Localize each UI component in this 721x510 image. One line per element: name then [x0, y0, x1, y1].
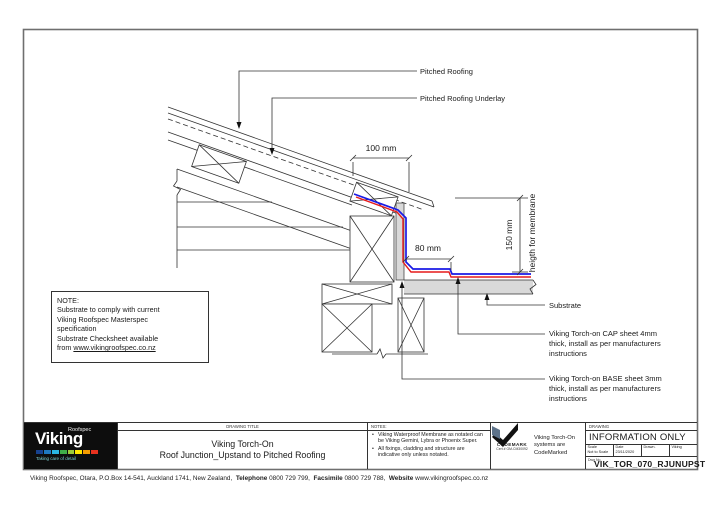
note-title: NOTE:: [57, 296, 79, 305]
note-box: NOTE: Substrate to comply with current V…: [51, 291, 209, 363]
logo-brand-text: Viking: [35, 429, 83, 448]
svg-text:Viking Torch-on CAP sheet 4mm: Viking Torch-on CAP sheet 4mm: [549, 329, 657, 338]
drawing-number: VIK_TOR_070_RJUNUPST: [594, 459, 706, 469]
logo-roofspec-text: Roofspec: [68, 427, 92, 433]
dimension-80mm: [402, 255, 455, 270]
viking-logo: Roofspec Viking Taking care of detail: [24, 423, 118, 469]
break-mark: [529, 279, 537, 295]
svg-text:instructions: instructions: [549, 349, 587, 358]
label-pitched-roofing: Pitched Roofing: [420, 67, 473, 76]
dim-100-label: 100 mm: [366, 143, 397, 153]
info-cell: DRAWING INFORMATION ONLY Scale Not to Sc…: [586, 423, 705, 469]
dimension-150mm: [455, 194, 528, 276]
svg-text:thick, install as per manufact: thick, install as per manufacturers: [549, 339, 661, 348]
leader-lines: [238, 70, 545, 380]
sheet-border: [22, 28, 699, 471]
footer-website-label: Website: [388, 475, 414, 482]
membrane-cap-sheet-line: [353, 193, 531, 275]
substrate-fill: [404, 280, 533, 294]
substrate-group: [395, 202, 537, 295]
footer-facsimile-label: Facsimile: [313, 475, 343, 482]
codemark-cell: CODEMARK Cert # GM-CM30092 Viking Torch-…: [491, 423, 586, 469]
note-item: • All fixings, cladding and structure ar…: [372, 445, 465, 458]
label-substrate: Substrate: [549, 301, 581, 310]
drawing-title-header: DRAWING TITLE: [118, 423, 367, 431]
bullet-icon: •: [372, 445, 374, 452]
dimension-100mm: [349, 154, 413, 192]
codemark-logo-icon: [492, 423, 518, 447]
footer-telephone-label: Telephone: [235, 475, 268, 482]
info-header: DRAWING: [586, 423, 697, 431]
drawing-title-line2: Roof Junction_Upstand to Pitched Roofing: [159, 450, 326, 460]
title-cell: DRAWING TITLE Viking Torch-On Roof Junct…: [118, 423, 368, 469]
break-mark: [376, 348, 387, 359]
label-pitched-roofing-underlay: Pitched Roofing Underlay: [420, 94, 505, 103]
date-cell: Date 23/11/2020: [614, 445, 642, 456]
codemark-cert: Cert # GM-CM30092: [496, 446, 528, 451]
info-grid: Scale Not to Scale Date 23/11/2020 Drawn…: [586, 445, 697, 457]
svg-text:instructions: instructions: [549, 394, 587, 403]
footer-website: www.vikingroofspec.co.nz: [415, 475, 489, 482]
logo-color-stripe: [36, 450, 98, 454]
dim-150-label: 150 mm: [504, 220, 514, 251]
leader-arrowheads: [236, 122, 490, 300]
footer-facsimile: 0800 729 788,: [344, 475, 386, 482]
label-cap-sheet: Viking Torch-on CAP sheet 4mm thick, ins…: [549, 329, 661, 358]
drawn-cell: Drawn.: [642, 445, 670, 456]
codemark-name: CODEMARK: [496, 441, 528, 447]
svg-text:thick, install as per manufact: thick, install as per manufacturers: [549, 384, 661, 393]
drawing-number-label: Dwg No.: [588, 458, 602, 462]
logo-tagline: Taking care of detail: [36, 456, 77, 461]
note-link: www.vikingroofspec.co.nz: [73, 343, 156, 353]
bullet-icon: •: [372, 432, 374, 438]
drawer-cell: Viking: [671, 445, 682, 449]
label-base-sheet: Viking Torch-on BASE sheet 3mm thick, in…: [549, 374, 662, 403]
footer-contact-line: Viking Roofspec, Otara, P.O.Box 14-541, …: [30, 475, 710, 482]
svg-text:Viking Torch-on BASE sheet 3mm: Viking Torch-on BASE sheet 3mm: [549, 374, 662, 383]
notes-header: NOTES:: [368, 423, 490, 431]
upstand-board: [395, 202, 405, 281]
dim-80-label: 80 mm: [415, 243, 441, 253]
membrane-base-sheet-line: [355, 196, 531, 278]
break-mark: [172, 180, 182, 196]
timber-framing: [191, 144, 428, 359]
notes-cell: NOTES: • Viking Waterproof Membrane as n…: [368, 423, 491, 469]
codemark-text: Viking Torch-On systems are CodeMarked: [534, 434, 576, 456]
scale-cell: Scale Not to Scale: [586, 445, 614, 456]
title-block: Roofspec Viking Taking care of detail DR…: [24, 422, 705, 469]
dim-150-note: heigth for membrane: [527, 194, 537, 273]
footer-address: Viking Roofspec, Otara, P.O.Box 14-541, …: [30, 475, 233, 482]
drawing-number-cell: Dwg No. VIK_TOR_070_RJUNUPST: [586, 457, 705, 469]
footer-telephone: 0800 729 799,: [269, 475, 310, 482]
status-information-only: INFORMATION ONLY: [586, 431, 697, 445]
drawing-title-line1: Viking Torch-On: [211, 439, 274, 449]
note-item: • Viking Waterproof Membrane as notated …: [372, 432, 483, 445]
